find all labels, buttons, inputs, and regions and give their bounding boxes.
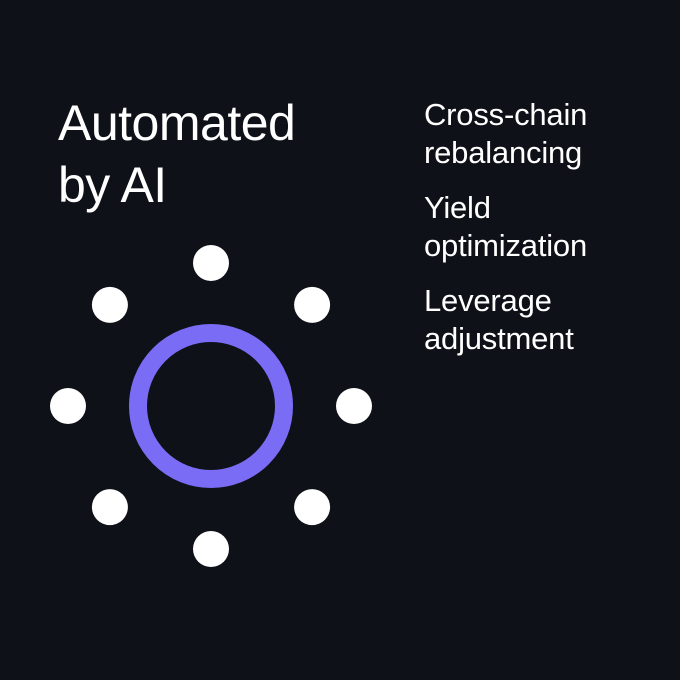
- center-ring: [129, 324, 293, 488]
- feature-item-cross-chain-rebalancing: Cross-chain rebalancing: [424, 96, 587, 172]
- feature-item-leverage-adjustment: Leverage adjustment: [424, 282, 587, 358]
- headline: Automated by AI: [58, 92, 296, 216]
- ai-hub-icon: [50, 245, 372, 567]
- feature-item-line-1: Cross-chain: [424, 97, 588, 132]
- feature-item-line-2: adjustment: [424, 321, 574, 356]
- headline-line-1: Automated: [58, 95, 296, 151]
- feature-list: Cross-chain rebalancing Yield optimizati…: [424, 96, 587, 375]
- orbit-dot-top-left: [91, 286, 128, 323]
- feature-item-line-1: Yield: [424, 190, 491, 225]
- orbit-dot-bottom-right: [294, 489, 331, 526]
- orbit-dot-left: [50, 388, 86, 424]
- feature-item-yield-optimization: Yield optimization: [424, 189, 587, 265]
- orbit-dot-bottom: [193, 531, 229, 567]
- orbit-dots: [50, 245, 372, 567]
- feature-item-line-2: optimization: [424, 228, 588, 263]
- orbit-dot-top: [193, 245, 229, 281]
- orbit-dot-top-right: [294, 286, 331, 323]
- feature-item-line-1: Leverage: [424, 283, 552, 318]
- orbit-dot-bottom-left: [91, 489, 128, 526]
- feature-item-line-2: rebalancing: [424, 135, 583, 170]
- orbit-dot-right: [336, 388, 372, 424]
- headline-line-2: by AI: [58, 157, 167, 213]
